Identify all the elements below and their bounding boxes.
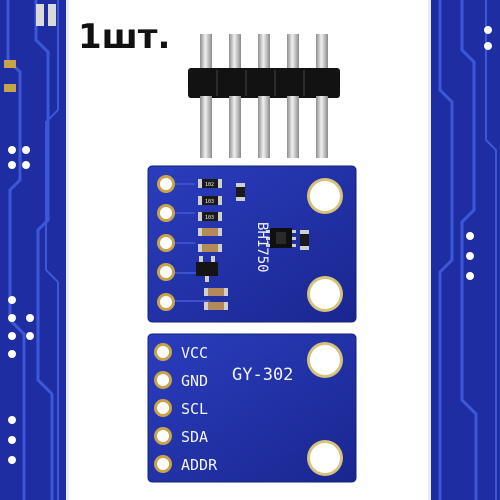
module-front: 102 103 103	[147, 165, 357, 323]
bh1750-sensor-chip	[266, 228, 296, 248]
quantity-caption: 1шт.	[78, 17, 170, 57]
left-pcb-strip	[0, 0, 69, 500]
chip-label: BH1750	[254, 222, 270, 273]
model-label: GY-302	[232, 365, 293, 385]
svg-text:102: 102	[205, 182, 214, 188]
svg-text:103: 103	[205, 199, 214, 205]
smd-capacitor-101	[300, 230, 309, 250]
smd-resistor: 103	[198, 196, 222, 205]
smd-resistor	[236, 183, 245, 201]
pin-label-sda: SDA	[181, 428, 208, 446]
pin-label-addr: ADDR	[181, 456, 218, 474]
voltage-regulator	[196, 256, 218, 282]
svg-text:103: 103	[205, 215, 214, 221]
pin-label-gnd: GND	[181, 372, 208, 390]
header-plastic-body	[188, 68, 340, 98]
pin-header	[188, 34, 340, 158]
smd-resistor: 103	[198, 212, 222, 221]
module-back: VCC GND SCL SDA ADDR GY-302	[147, 333, 357, 483]
pin-label-scl: SCL	[181, 400, 208, 418]
right-pcb-strip	[428, 0, 500, 500]
smd-capacitor	[198, 228, 228, 310]
smd-resistor: 102	[198, 179, 222, 188]
pin-label-vcc: VCC	[181, 344, 208, 362]
